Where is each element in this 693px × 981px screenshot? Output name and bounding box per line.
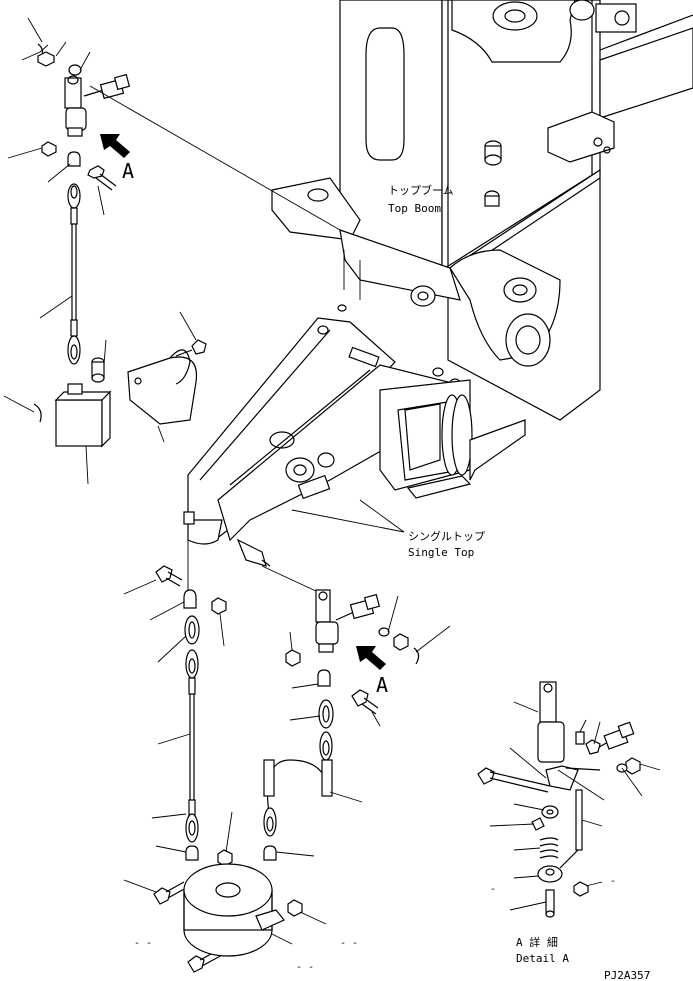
upper-limit-switch-assembly: A: [3, 17, 341, 485]
top-boom-en-label: Top Boom: [388, 202, 441, 215]
arrow-a-upper-label: A: [122, 159, 134, 183]
svg-text:- -: - -: [134, 938, 152, 949]
single-top-jp-label: シングルトップ: [408, 529, 485, 543]
top-boom-jp-label: トップブーム: [388, 183, 454, 197]
svg-text:- -: - -: [296, 962, 314, 973]
single-top: [183, 304, 526, 600]
svg-text:- -: - -: [340, 938, 358, 949]
lower-rope-assembly: - - - - - -: [123, 565, 363, 973]
single-top-en-label: Single Top: [408, 546, 474, 559]
drawing-code: PJ2A357: [604, 969, 650, 981]
top-boom: [271, 0, 693, 421]
detail-a-jp-label: A 詳 細: [516, 935, 558, 949]
arrow-a-lower-label: A: [376, 673, 388, 697]
svg-text:-: -: [610, 876, 616, 887]
callout-labels: トップブーム Top Boom シングルトップ Single Top PJ2A3…: [291, 183, 650, 981]
svg-text:-: -: [490, 884, 496, 895]
detail-a: - - A 詳 細 Detail A: [477, 681, 661, 965]
detail-a-en-label: Detail A: [516, 952, 569, 965]
mid-limit-switch-assembly: A: [261, 565, 451, 761]
